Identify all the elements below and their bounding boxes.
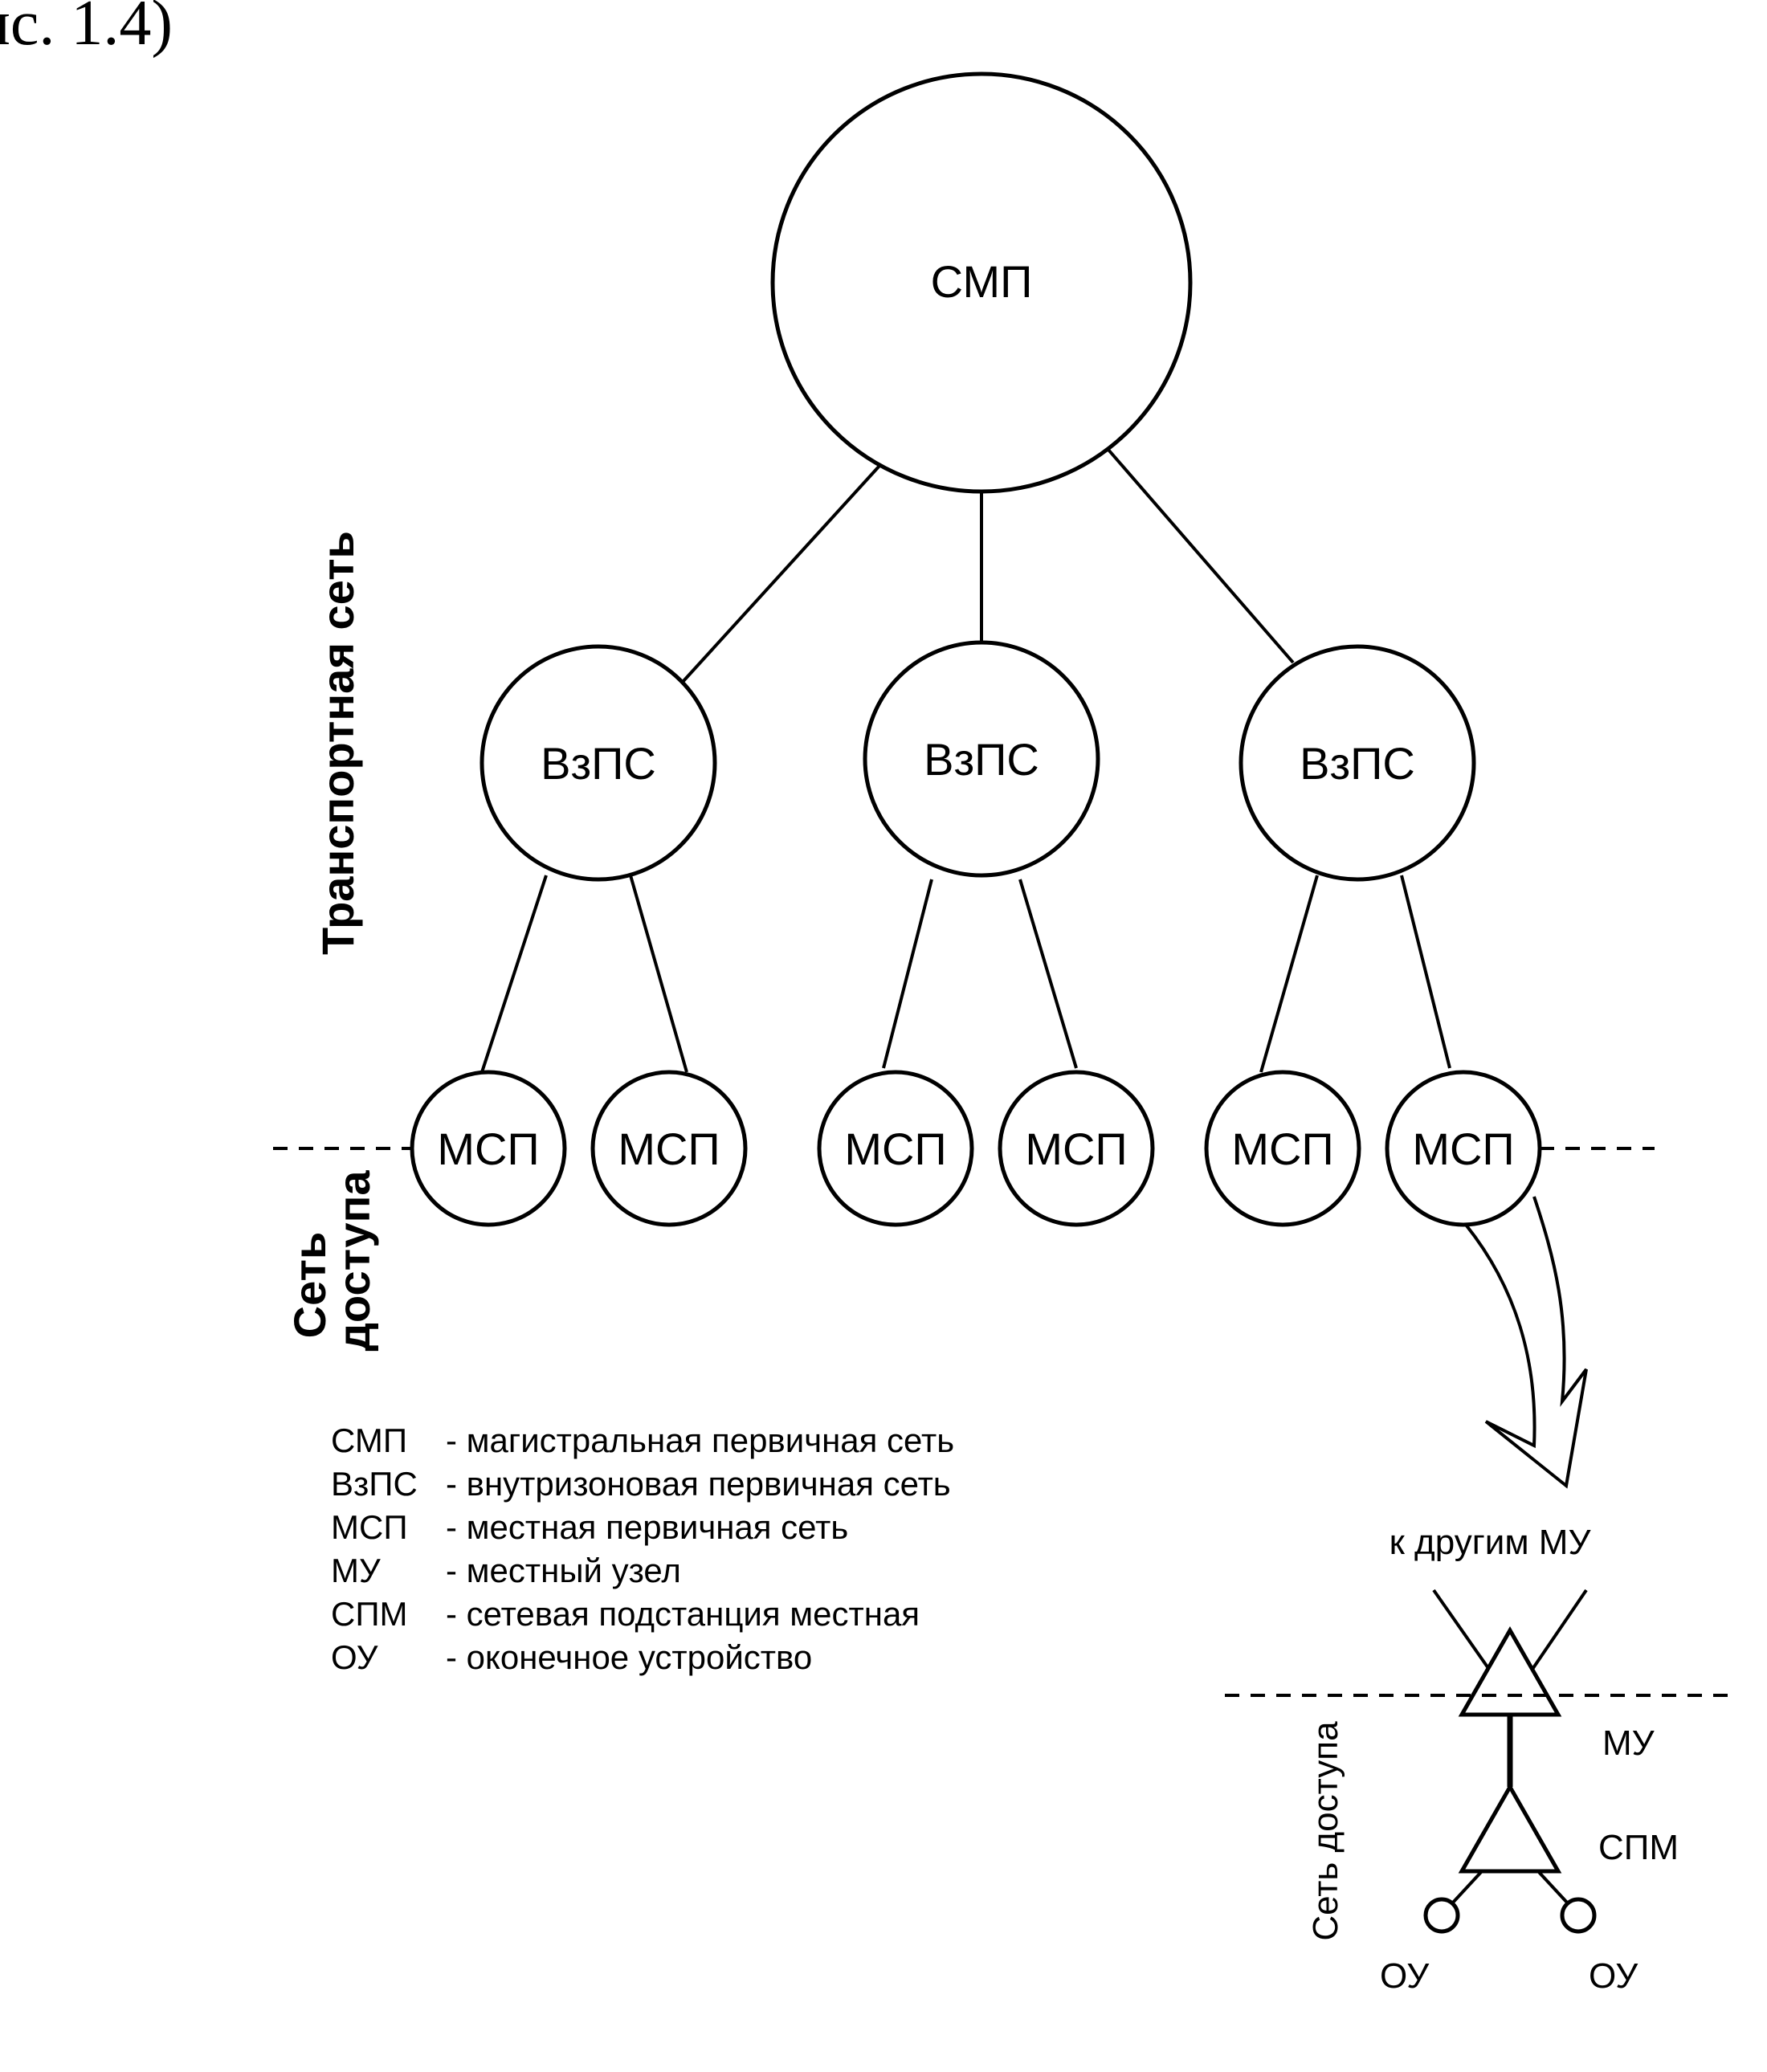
transport-network-label: Транспортная сеть: [312, 531, 363, 955]
vzps-node-3: [1239, 644, 1476, 882]
vzps-node-2: [863, 640, 1100, 878]
mu-link-right: [1524, 1589, 1588, 1680]
msp-node-2: [590, 1070, 748, 1227]
tree-connectors: [480, 448, 1451, 1073]
smp-node: [770, 71, 1193, 494]
msp-node-3: [817, 1070, 974, 1227]
access-network-label-line2: доступа: [329, 1170, 379, 1352]
smp-label: СМП: [931, 256, 1033, 307]
legend-abbr-2: ВзПС: [331, 1465, 418, 1503]
legend: СМП - магистральная первичная сеть ВзПС …: [331, 1421, 954, 1676]
to-other-mu-label: к другим МУ: [1390, 1523, 1592, 1562]
access-network-detail-label: Сеть доступа: [1306, 1721, 1345, 1941]
legend-desc-3: - местная первичная сеть: [446, 1508, 848, 1546]
legend-abbr-5: СПМ: [331, 1595, 408, 1633]
ou-label-left: ОУ: [1380, 1956, 1430, 1996]
legend-abbr-1: СМП: [331, 1421, 407, 1459]
msp-label-2: МСП: [618, 1124, 720, 1174]
vzps-label-3: ВзПС: [1300, 738, 1415, 789]
mu-triangle: [1458, 1625, 1562, 1717]
legend-abbr-6: ОУ: [331, 1638, 378, 1676]
msp-label-6: МСП: [1412, 1124, 1514, 1174]
mu-label: МУ: [1602, 1723, 1655, 1763]
ou-terminal-right: [1560, 1897, 1597, 1934]
legend-desc-4: - местный узел: [446, 1552, 681, 1589]
legend-abbr-3: МСП: [331, 1508, 408, 1546]
msp-label-1: МСП: [437, 1124, 539, 1174]
ou-terminal-left: [1423, 1897, 1460, 1934]
msp-label-3: МСП: [844, 1124, 946, 1174]
vzps-node-1: [479, 644, 717, 882]
ou-link-right: [1536, 1870, 1569, 1905]
legend-desc-5: - сетевая подстанция местная: [446, 1595, 920, 1633]
expand-arrow: [1464, 1196, 1588, 1489]
ou-label-right: ОУ: [1589, 1956, 1638, 1996]
vzps-label-2: ВзПС: [924, 734, 1039, 785]
spm-triangle: [1458, 1782, 1562, 1874]
msp-node-4: [998, 1070, 1155, 1227]
legend-abbr-4: МУ: [331, 1552, 381, 1589]
access-network-label-line1: Сеть: [284, 1232, 335, 1339]
legend-desc-2: - внутризоновая первичная сеть: [446, 1465, 951, 1503]
msp-label-5: МСП: [1231, 1124, 1333, 1174]
msp-label-4: МСП: [1025, 1124, 1127, 1174]
vzps-label-1: ВзПС: [541, 738, 656, 789]
spm-label: СПМ: [1598, 1828, 1679, 1867]
mu-link-left: [1432, 1589, 1497, 1680]
legend-desc-6: - оконечное устройство: [446, 1638, 812, 1676]
ou-link-left: [1451, 1870, 1483, 1905]
legend-desc-1: - магистральная первичная сеть: [446, 1421, 954, 1459]
msp-node-5: [1204, 1070, 1361, 1227]
header-fragment: ис. 1.4): [0, 0, 173, 59]
